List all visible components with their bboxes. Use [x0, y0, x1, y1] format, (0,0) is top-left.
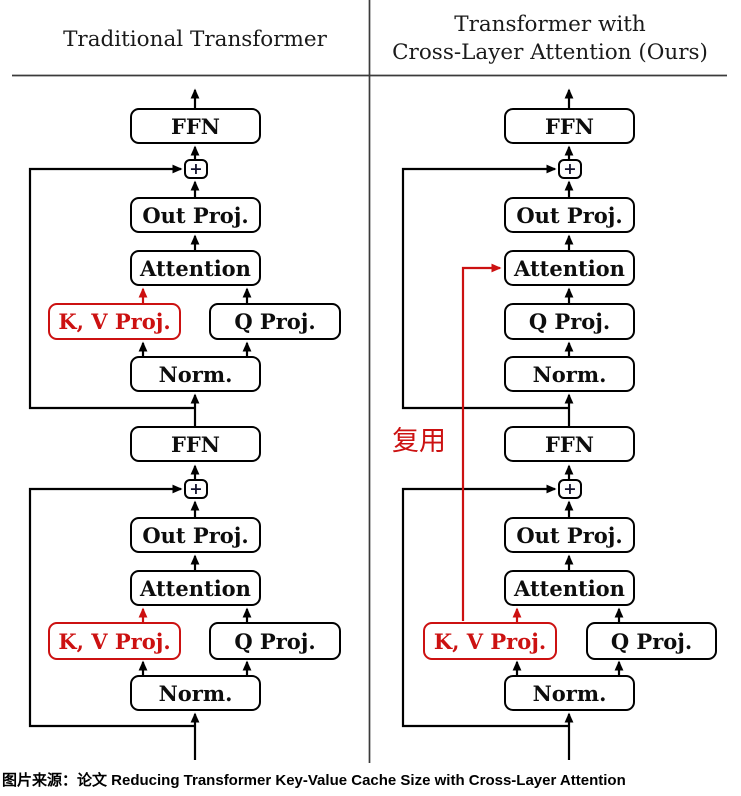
traditional-layer2-outproj-box: Out Proj. — [130, 197, 261, 233]
cla-layer2-residual-add: + — [558, 159, 582, 179]
cla-layer1-norm-box: Norm. — [504, 675, 635, 711]
traditional-layer1-kvproj-box: K, V Proj. — [48, 622, 181, 660]
right-panel-title-line2: Cross-Layer Attention (Ours) — [392, 40, 708, 65]
traditional-layer2-residual-add: + — [184, 159, 208, 179]
reuse-annotation: 复用 — [392, 426, 446, 457]
cla-layer2-qproj-box: Q Proj. — [504, 303, 635, 340]
left-panel-title: Traditional Transformer — [63, 27, 327, 52]
traditional-layer2-qproj-box: Q Proj. — [209, 303, 341, 340]
right-panel-title: Transformer with Cross-Layer Attention (… — [372, 11, 728, 67]
residual-skip-arrow — [401, 164, 569, 410]
cla-layer1-ffn-box: FFN — [504, 426, 635, 462]
traditional-layer2-kvproj-box: K, V Proj. — [48, 303, 181, 340]
traditional-layer2-ffn-box: FFN — [130, 108, 261, 144]
traditional-layer2-norm-box: Norm. — [130, 356, 261, 392]
traditional-layer1-residual-add: + — [184, 479, 208, 499]
residual-skip-arrow — [401, 484, 569, 728]
cla-layer2-norm-box: Norm. — [504, 356, 635, 392]
cla-layer1-qproj-box: Q Proj. — [586, 622, 717, 660]
residual-skip-arrow — [28, 484, 195, 728]
traditional-layer1-outproj-box: Out Proj. — [130, 517, 261, 553]
cross-layer-kv-reuse-arrow — [461, 263, 502, 621]
cla-layer1-residual-add: + — [558, 479, 582, 499]
traditional-layer1-qproj-box: Q Proj. — [209, 622, 341, 660]
residual-skip-arrow — [28, 164, 195, 410]
cross-layer-column-wires — [401, 88, 624, 760]
cla-layer1-outproj-box: Out Proj. — [504, 517, 635, 553]
cla-layer2-outproj-box: Out Proj. — [504, 197, 635, 233]
traditional-layer1-ffn-box: FFN — [130, 426, 261, 462]
cla-layer1-kvproj-box: K, V Proj. — [423, 622, 557, 660]
cla-layer1-attention-box: Attention — [504, 570, 635, 606]
cla-layer2-attention-box: Attention — [504, 250, 635, 286]
traditional-layer1-norm-box: Norm. — [130, 675, 261, 711]
traditional-column-wires — [28, 88, 252, 760]
traditional-layer2-attention-box: Attention — [130, 250, 261, 286]
traditional-layer1-attention-box: Attention — [130, 570, 261, 606]
image-source-caption: 图片来源：论文 Reducing Transformer Key-Value C… — [2, 772, 626, 789]
cla-layer2-ffn-box: FFN — [504, 108, 635, 144]
right-panel-title-line1: Transformer with — [454, 12, 646, 37]
